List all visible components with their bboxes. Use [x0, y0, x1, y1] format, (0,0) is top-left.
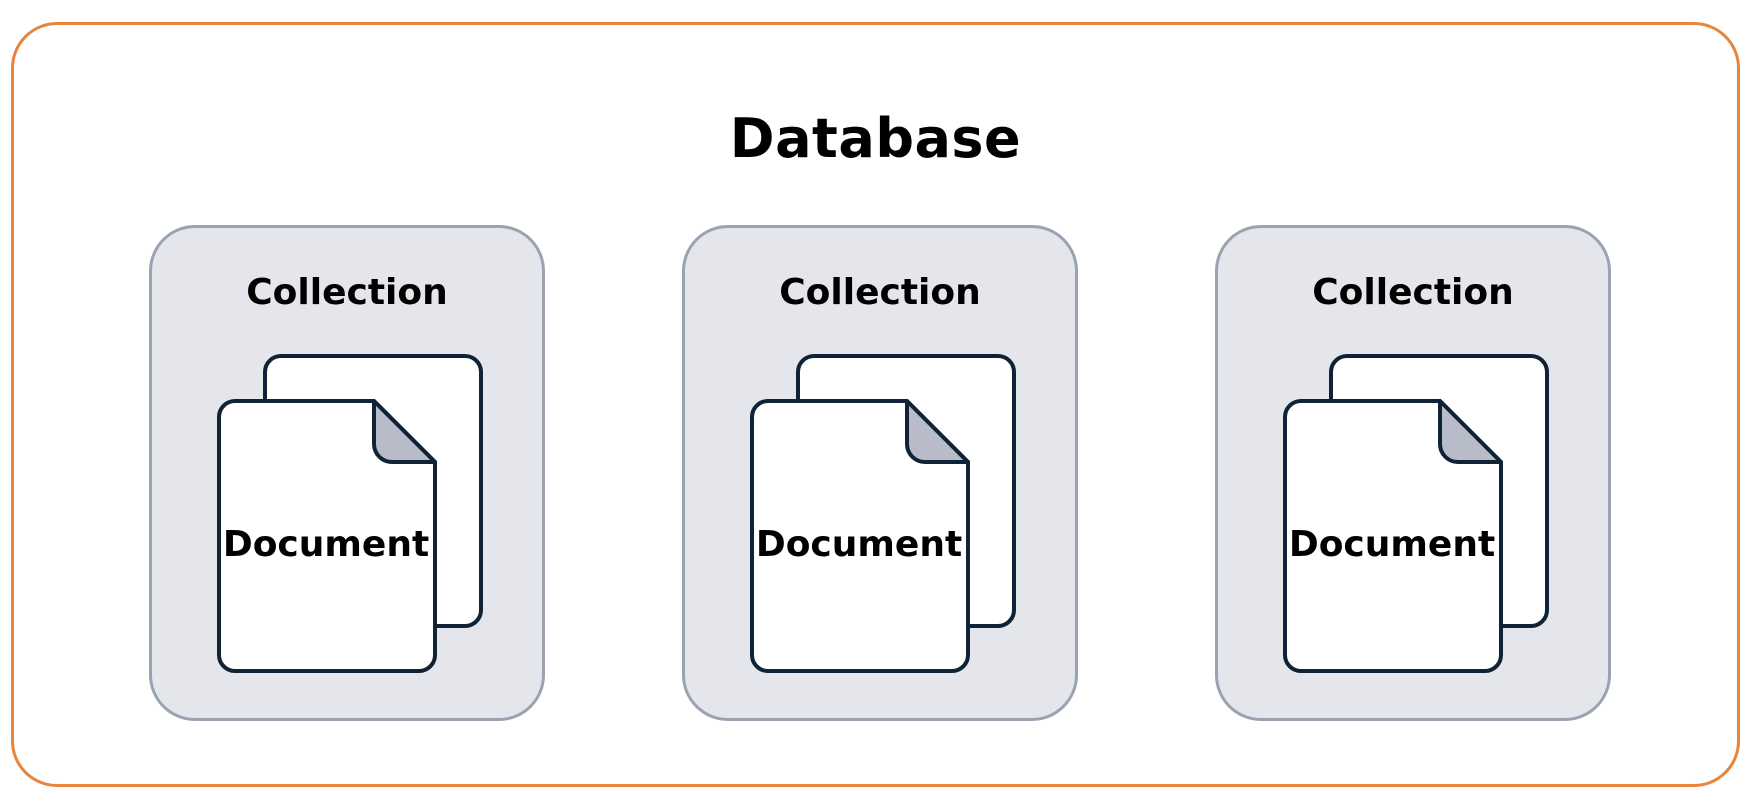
- page-fold-icon: [905, 399, 970, 464]
- collection-title: Collection: [1312, 272, 1514, 313]
- collection-1: Collection Document: [149, 225, 545, 721]
- collection-title: Collection: [246, 272, 448, 313]
- database-title: Database: [729, 107, 1022, 170]
- front-document: [1283, 399, 1503, 673]
- document-label: Document: [755, 524, 963, 565]
- page-fold-icon: [372, 399, 437, 464]
- document-stack-icon: [217, 354, 483, 673]
- collection-3: Collection Document: [1215, 225, 1611, 721]
- collection-2: Collection Document: [682, 225, 1078, 721]
- front-document: [750, 399, 970, 673]
- front-document: [217, 399, 437, 673]
- database-container: Database Collection Document Collection …: [11, 22, 1740, 787]
- collection-title: Collection: [779, 272, 981, 313]
- document-stack-icon: [1283, 354, 1549, 673]
- document-label: Document: [1288, 524, 1496, 565]
- page-fold-icon: [1438, 399, 1503, 464]
- document-label: Document: [222, 524, 430, 565]
- document-stack-icon: [750, 354, 1016, 673]
